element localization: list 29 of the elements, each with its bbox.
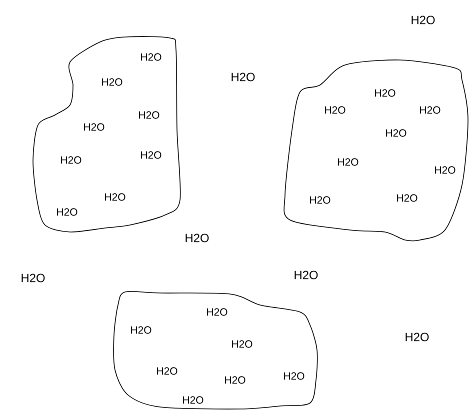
formula-text: H2O — [338, 158, 358, 166]
formula-text: H2O — [84, 123, 104, 131]
formula-text: H2O — [225, 376, 246, 384]
formula-text: H2O — [131, 326, 152, 334]
formula-text: H2O — [207, 308, 228, 316]
formula-text: H2O — [375, 89, 396, 97]
formula-text: H2O — [397, 194, 418, 202]
formula-text: H2O — [22, 274, 45, 282]
formula-text: H2O — [420, 106, 440, 114]
formula-text: H2O — [186, 234, 209, 242]
formula-text: H2O — [435, 166, 456, 174]
formula-text: H2O — [294, 270, 318, 280]
formula-text: H2O — [412, 16, 435, 24]
formula-text: H2O — [139, 111, 160, 119]
formula-text: H2O — [183, 396, 204, 404]
formula-text: H2O — [157, 367, 178, 375]
formula-text: H2O — [284, 372, 304, 380]
formula-text: H2O — [141, 53, 162, 61]
formula-text: H2O — [232, 340, 252, 348]
formula-text: H2O — [325, 106, 346, 114]
formula-text: H2O — [310, 196, 330, 204]
formula-text: H2O — [57, 208, 78, 216]
formula-text: H2O — [232, 72, 255, 82]
formula-text: H2O — [102, 78, 122, 86]
formula-text: H2O — [105, 193, 126, 201]
formula-text: H2O — [406, 332, 429, 342]
formula-text: H2O — [141, 151, 162, 159]
formula-text: H2O — [386, 129, 406, 137]
formula-text: H2O — [61, 156, 82, 164]
